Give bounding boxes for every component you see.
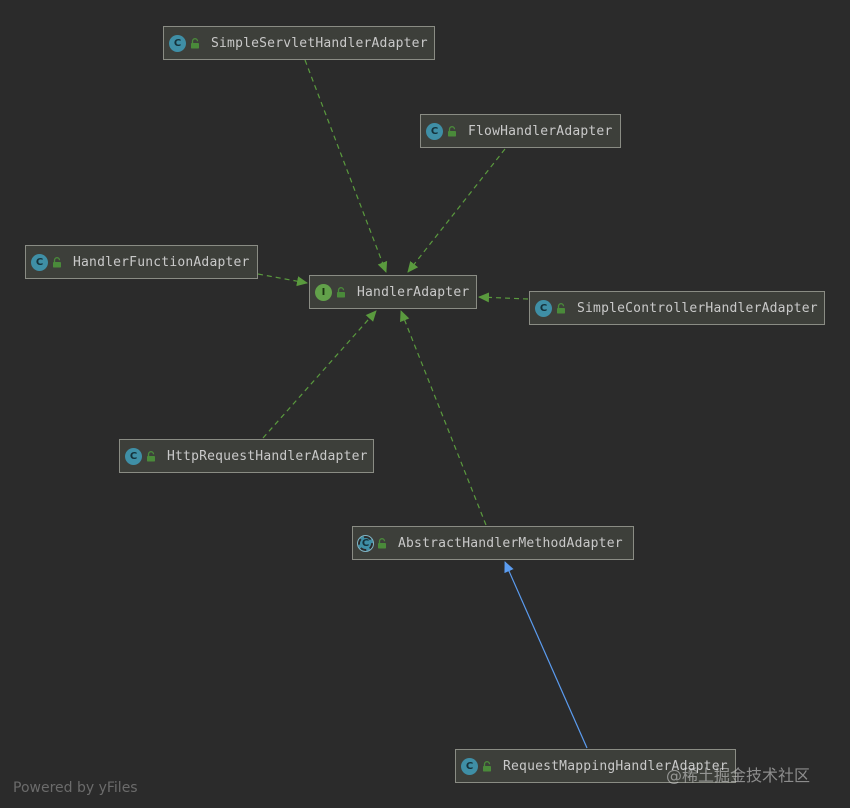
node-handlerFunction[interactable]: C HandlerFunctionAdapter bbox=[25, 245, 258, 279]
node-abstractMethod[interactable]: C AbstractHandlerMethodAdapter bbox=[352, 526, 634, 560]
class-icon: C bbox=[169, 34, 186, 52]
edge-handlerFunction-to-handlerAdapter bbox=[257, 273, 308, 287]
node-requestMapping[interactable]: C RequestMappingHandlerAdapter bbox=[455, 749, 736, 783]
node-label: SimpleControllerHandlerAdapter bbox=[577, 300, 818, 316]
powered-by-footer: Powered by yFiles bbox=[13, 780, 138, 796]
public-lock-icon bbox=[147, 450, 155, 461]
class-icon: C bbox=[31, 253, 48, 271]
edge-flow-to-handlerAdapter bbox=[407, 148, 506, 273]
public-lock-icon bbox=[337, 286, 345, 297]
node-label: SimpleServletHandlerAdapter bbox=[211, 35, 428, 51]
node-label: RequestMappingHandlerAdapter bbox=[503, 758, 728, 774]
node-label: FlowHandlerAdapter bbox=[468, 123, 613, 139]
public-lock-icon bbox=[483, 760, 491, 771]
interface-icon: I bbox=[315, 283, 332, 301]
public-lock-icon bbox=[448, 125, 456, 136]
edge-simpleController-to-handlerAdapter bbox=[478, 292, 529, 303]
node-httpRequest[interactable]: C HttpRequestHandlerAdapter bbox=[119, 439, 374, 473]
node-label: HttpRequestHandlerAdapter bbox=[167, 448, 368, 464]
class-icon: C bbox=[426, 122, 443, 140]
class-icon: C bbox=[535, 299, 552, 317]
node-simpleServlet[interactable]: C SimpleServletHandlerAdapter bbox=[163, 26, 435, 60]
edge-abstractMethod-to-handlerAdapter bbox=[400, 310, 487, 526]
edge-httpRequest-to-handlerAdapter bbox=[262, 310, 377, 439]
class-icon: C bbox=[461, 757, 478, 775]
node-handlerAdapter[interactable]: I HandlerAdapter bbox=[309, 275, 477, 309]
node-label: HandlerFunctionAdapter bbox=[73, 254, 250, 270]
node-flow[interactable]: C FlowHandlerAdapter bbox=[420, 114, 621, 148]
node-label: AbstractHandlerMethodAdapter bbox=[398, 535, 623, 551]
edge-requestMapping-to-abstractMethod bbox=[504, 561, 588, 749]
node-simpleController[interactable]: C SimpleControllerHandlerAdapter bbox=[529, 291, 825, 325]
public-lock-icon bbox=[53, 256, 61, 267]
edge-simpleServlet-to-handlerAdapter bbox=[304, 59, 388, 273]
abstract-class-icon: C bbox=[357, 534, 374, 552]
public-lock-icon bbox=[378, 537, 386, 548]
public-lock-icon bbox=[191, 37, 199, 48]
public-lock-icon bbox=[557, 302, 565, 313]
class-icon: C bbox=[125, 447, 142, 465]
node-label: HandlerAdapter bbox=[357, 284, 470, 300]
watermark: @稀土掘金技术社区 bbox=[666, 766, 811, 785]
